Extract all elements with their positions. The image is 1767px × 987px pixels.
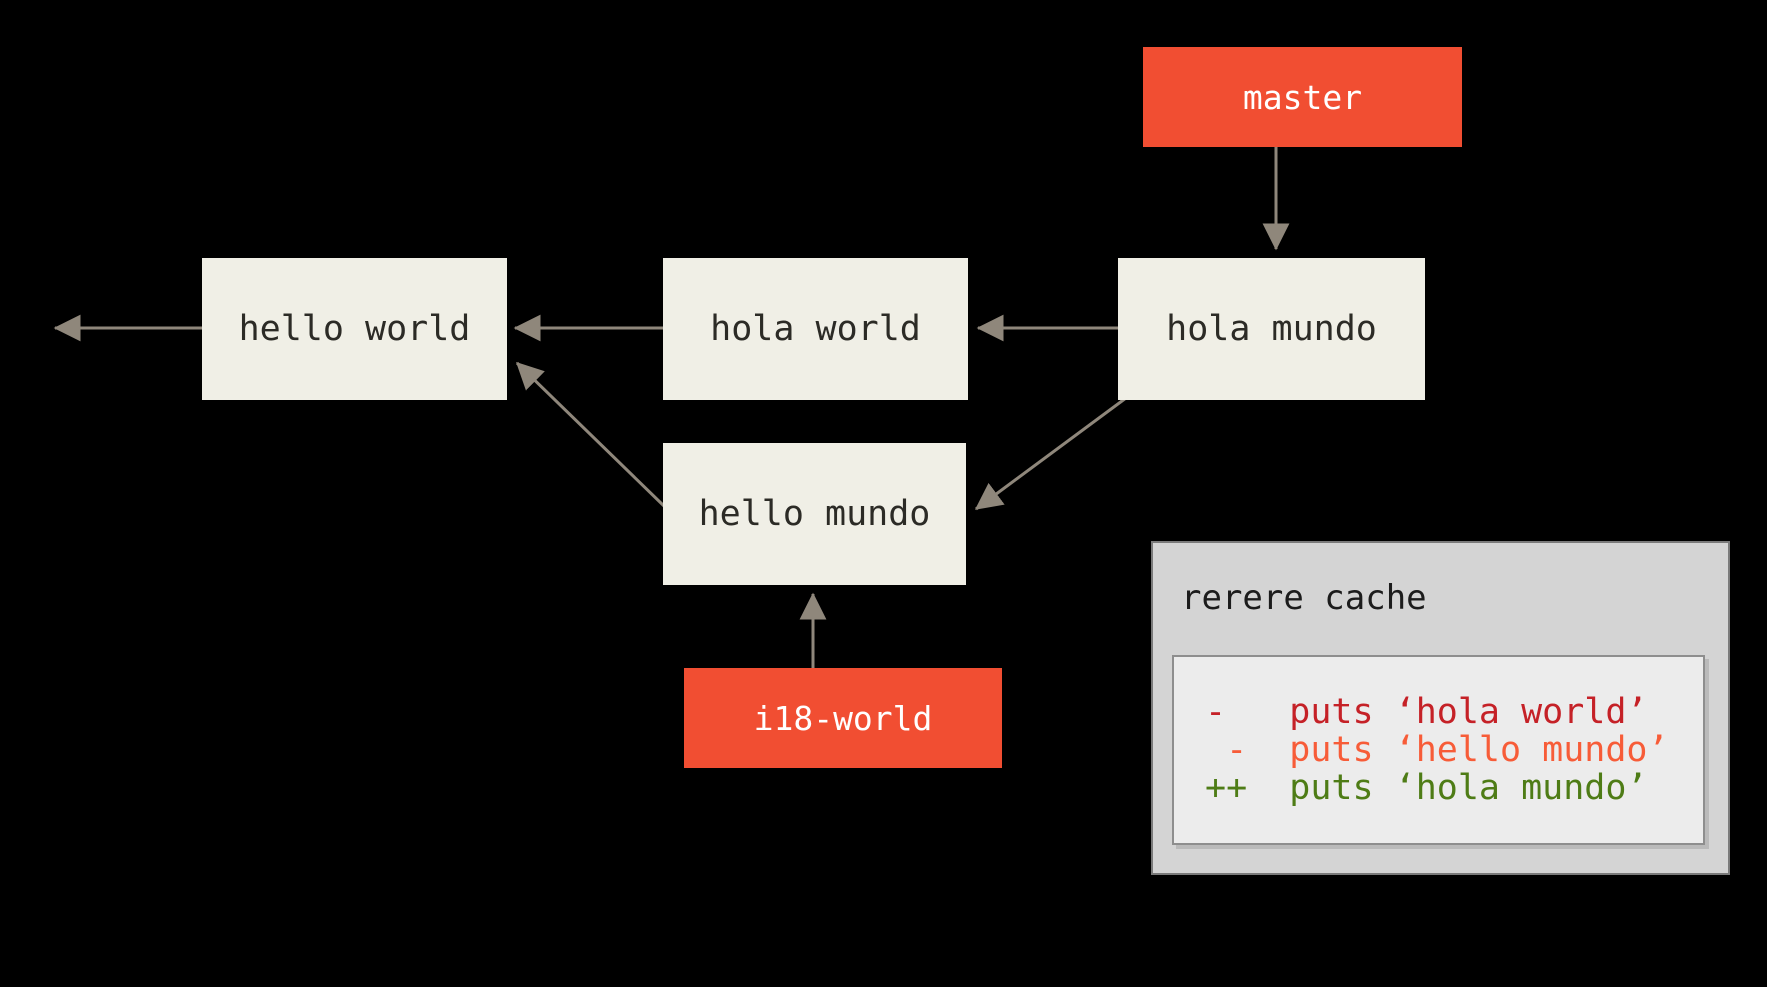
branch-label-master-text: master bbox=[1242, 77, 1363, 117]
branch-label-i18-world-text: i18-world bbox=[753, 698, 933, 738]
commit-label: hello mundo bbox=[698, 494, 931, 534]
diff-line-added-resolution: ++ puts ‘hola mundo’ bbox=[1205, 768, 1648, 808]
commit-label: hola mundo bbox=[1166, 309, 1377, 349]
commit-label: hola world bbox=[710, 309, 921, 349]
arrow-hello-mundo-to-hello-world bbox=[515, 361, 666, 508]
diff-line-removed-theirs: - puts ‘hello mundo’ bbox=[1205, 730, 1669, 770]
branch-label-master: master bbox=[1143, 47, 1462, 147]
branch-label-i18-world: i18-world bbox=[684, 668, 1002, 768]
rerere-cache-title: rerere cache bbox=[1181, 578, 1427, 618]
commit-hola-world: hola world bbox=[663, 258, 968, 400]
commit-hello-mundo: hello mundo bbox=[663, 443, 966, 585]
rerere-diff-box: - puts ‘hola world’ - puts ‘hello mundo’… bbox=[1172, 655, 1705, 845]
diff-line-removed-ours: - puts ‘hola world’ bbox=[1205, 692, 1648, 732]
arrow-hola-mundo-to-hello-mundo bbox=[974, 396, 1127, 511]
commit-hola-mundo: hola mundo bbox=[1118, 258, 1425, 400]
rerere-cache-panel: rerere cache - puts ‘hola world’ - puts … bbox=[1151, 541, 1730, 875]
commit-label: hello world bbox=[238, 309, 471, 349]
commit-hello-world: hello world bbox=[202, 258, 507, 400]
